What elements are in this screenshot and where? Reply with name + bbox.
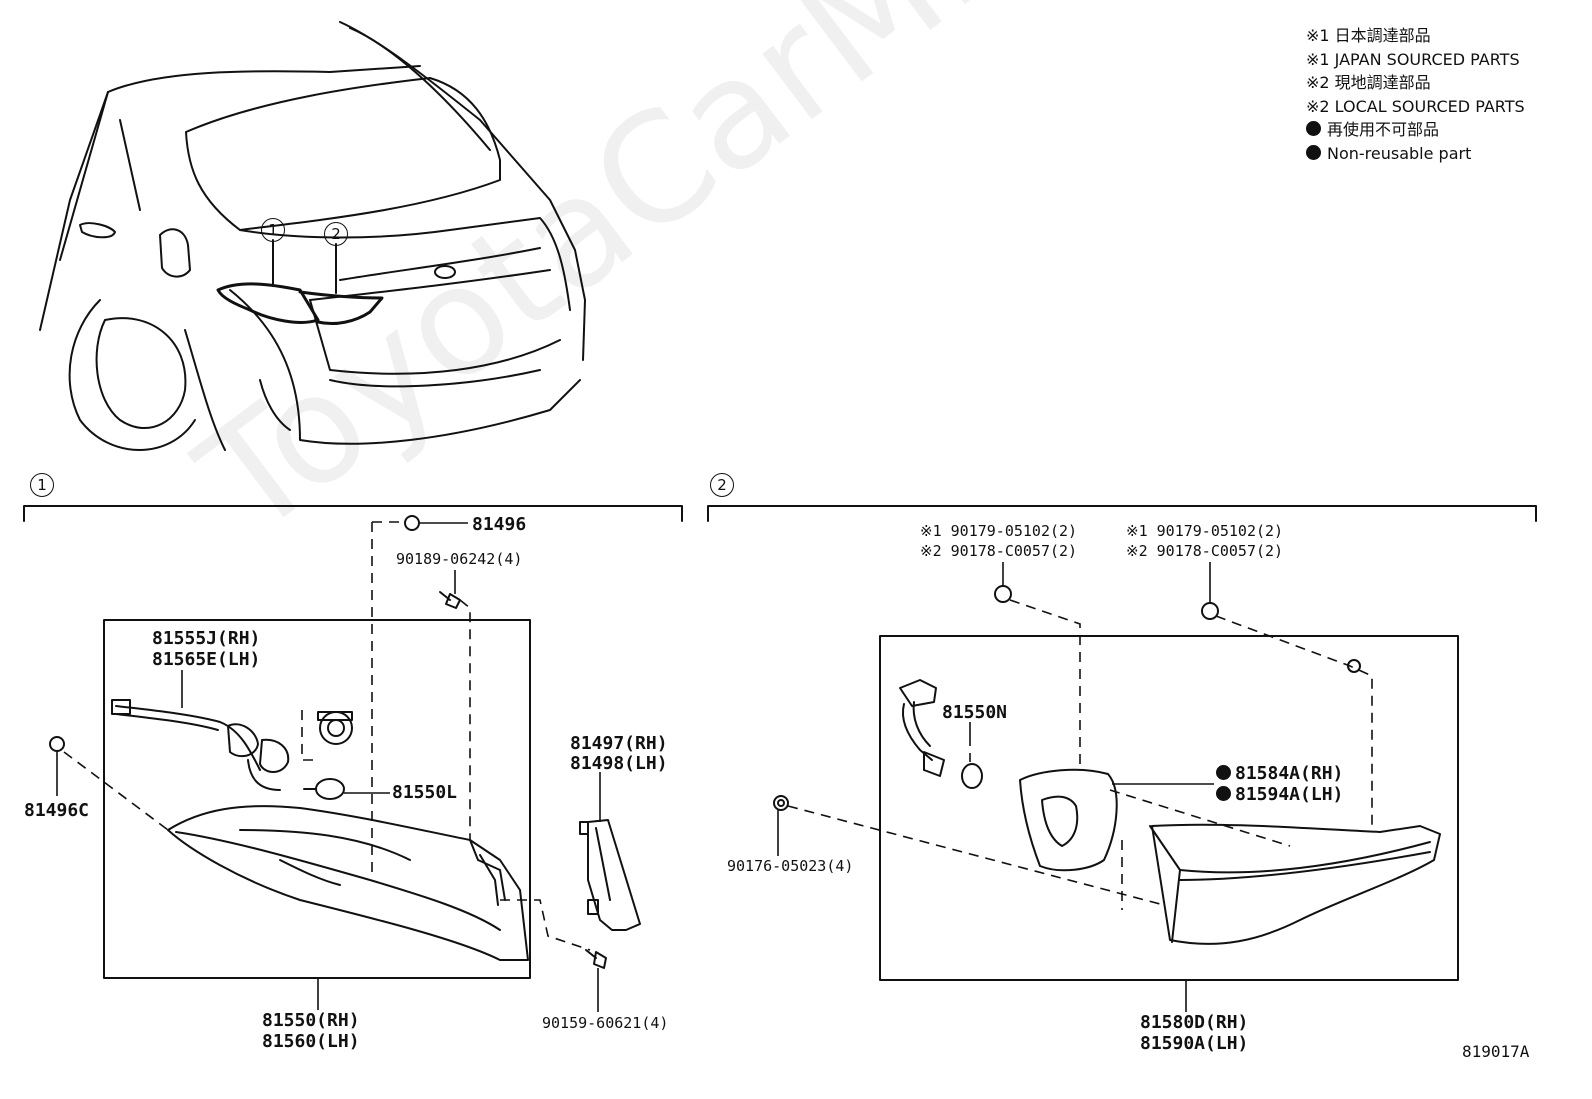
vehicle-illustration (39, 21, 586, 451)
note-left-2: ※2 90178-C0057(2) (920, 542, 1078, 560)
gasket (1019, 768, 1118, 872)
legend-japan-en: ※1 JAPAN SOURCED PARTS (1306, 49, 1520, 69)
part-81550: 81550(RH) (262, 1010, 360, 1031)
legend: ※1 日本調達部品 ※1 JAPAN SOURCED PARTS ※2 現地調達… (1306, 24, 1525, 165)
part-81594a: 81594A(LH) (1216, 784, 1343, 805)
non-reusable-icon (1216, 786, 1231, 801)
legend-japan-jp: ※1 日本調達部品 (1306, 26, 1431, 45)
non-reusable-icon (1216, 765, 1231, 780)
part-81555j: 81555J(RH) (152, 628, 261, 649)
part-81560: 81560(LH) (262, 1031, 360, 1052)
bullet-icon (1306, 121, 1321, 136)
part-81497: 81497(RH) (570, 733, 668, 754)
socket-wire (111, 699, 353, 800)
legend-nonreusable-jp: 再使用不可部品 (1306, 118, 1525, 142)
section-1-marker: 1 (30, 473, 54, 497)
note-left-1: ※1 90179-05102(2) (920, 522, 1078, 540)
part-81590a: 81590A(LH) (1140, 1033, 1249, 1054)
part-90189: 90189-06242(4) (396, 550, 523, 568)
part-81550l: 81550L (392, 782, 458, 803)
part-90159: 90159-60621(4) (542, 1014, 669, 1032)
callout-1-vehicle: 1 (261, 218, 285, 242)
part-81580d: 81580D(RH) (1140, 1012, 1249, 1033)
part-90176: 90176-05023(4) (727, 857, 854, 875)
part-81496c: 81496C (24, 800, 90, 821)
part-81565e: 81565E(LH) (152, 649, 261, 670)
legend-local-en: ※2 LOCAL SOURCED PARTS (1306, 96, 1525, 116)
section-2-marker: 2 (710, 473, 734, 497)
bullet-icon (1306, 144, 1321, 160)
callout-2-vehicle: 2 (324, 222, 348, 246)
rear-reflector-bracket (579, 819, 641, 931)
legend-nonreusable-en: Non-reusable part (1306, 142, 1525, 166)
diagram-code: 819017A (1462, 1042, 1530, 1061)
socket-wire-2 (899, 679, 983, 789)
part-81584a: 81584A(RH) (1216, 763, 1343, 784)
note-right-1: ※1 90179-05102(2) (1126, 522, 1284, 540)
tail-lamp-inner (1149, 823, 1441, 945)
part-81550n: 81550N (942, 702, 1008, 723)
tail-lamp-outer (167, 805, 529, 961)
legend-local-jp: ※2 現地調達部品 (1306, 73, 1431, 92)
note-right-2: ※2 90178-C0057(2) (1126, 542, 1284, 560)
part-81498: 81498(LH) (570, 753, 668, 774)
part-81496: 81496 (472, 514, 527, 535)
